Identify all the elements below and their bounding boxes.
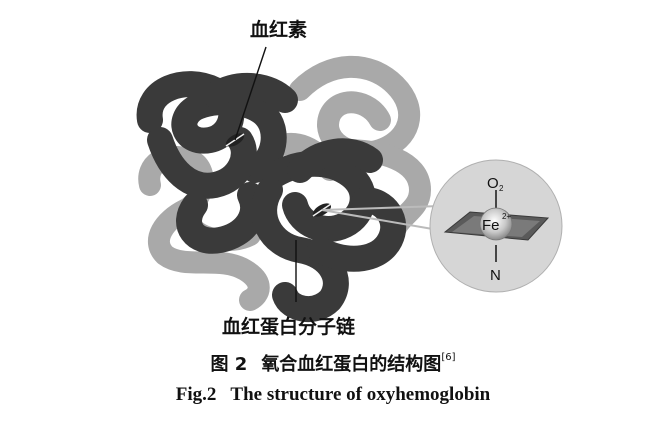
dark-protein-chains: [136, 71, 407, 322]
inset-bottom-ligand: N: [490, 267, 501, 284]
zoom-line-bottom: [321, 209, 451, 233]
inset-metal-label: Fe: [482, 217, 500, 234]
heme-label: 血红素: [250, 19, 308, 41]
caption-en-number: Fig.2: [175, 384, 217, 405]
hemoglobin-chain-label: 血红蛋白分子链: [222, 316, 356, 338]
heme-leader-line: [234, 46, 267, 141]
inset-metal-charge: 2+: [502, 212, 511, 221]
caption-english: Fig.2 The structure of oxyhemoglobin: [0, 384, 666, 406]
heme-inset: O 2 Fe 2+ N: [429, 159, 563, 293]
caption-cn-reference[interactable]: [6]: [441, 352, 456, 363]
caption-cn-title: 氧合血红蛋白的结构图: [261, 354, 442, 375]
inset-top-ligand-subscript: 2: [499, 184, 504, 193]
caption-cn-number: 图 2: [210, 354, 248, 375]
caption-chinese: 图 2 氧合血红蛋白的结构图[6]: [0, 350, 666, 376]
inset-top-ligand: O: [487, 175, 499, 192]
caption-en-title: The structure of oxyhemoglobin: [230, 384, 491, 405]
